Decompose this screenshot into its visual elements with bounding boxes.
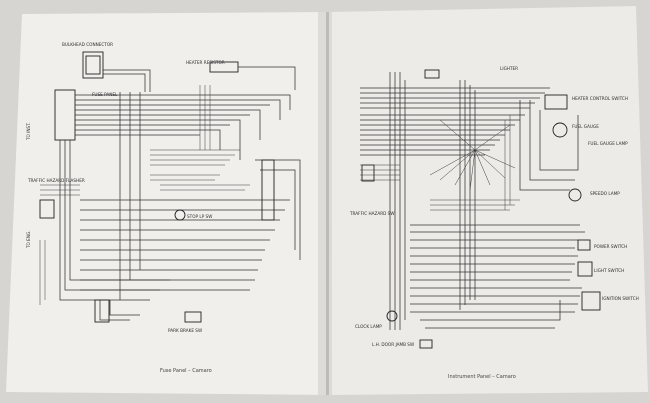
fuse-panel-wiring-diagram: BULKHEAD CONNECTOR HEATER RESISTOR FUSE … [26,42,301,374]
traffic-hazard-flasher-label: TRAFFIC HAZARD FLASHER [27,178,85,183]
heater-resistor-label: HEATER RESISTOR [186,60,225,65]
speedometer-lamp [568,188,582,202]
power-switch-label: POWER SWITCH [594,244,627,249]
traffic-hazard-flasher [39,199,55,219]
spine-crease [326,12,329,395]
right-wire-harness-fine [360,115,520,211]
book-spine [318,12,332,395]
side-label-inst: TO INST. [26,122,31,141]
clock-lamp-label: CLOCK LAMP [355,324,382,329]
ignition-switch-label: IGNITION SWITCH [602,296,639,301]
lighter-label: LIGHTER [500,66,518,71]
park-brake-switch-label: PARK BRAKE SW [168,328,202,333]
stop-lamp-switch [174,209,186,221]
left-page [6,12,330,395]
right-page [328,6,648,395]
fuse-panel-label: FUSE PANEL [92,92,118,97]
left-wire-harness-fine [39,85,250,305]
door-jamb-switch [419,339,433,349]
right-page-caption: Instrument Panel – Camaro [448,374,516,380]
lower-connector [94,299,110,323]
stop-lamp-switch-label: STOP LP SW [187,214,212,219]
light-switch [577,261,593,277]
fuel-gauge-label: FUEL GAUGE [572,124,599,129]
heater-control-switch [544,94,568,110]
bulkhead-connector-label: BULKHEAD CONNECTOR [62,42,113,47]
power-switch [577,239,591,251]
left-wire-harness [59,66,301,321]
clock-lamp [386,310,398,322]
instrument-panel-wiring-diagram: LIGHTER HEATER CONTROL SWITCH FUEL GAUGE… [349,66,639,380]
left-page-caption: Fuse Panel – Camaro [160,368,212,374]
right-wire-harness [360,72,585,330]
ignition-switch [581,291,601,311]
speedometer-lamp-label: SPEEDO LAMP [590,191,620,196]
fuel-gauge-lamp-label: FUEL GAUGE LAMP [588,141,628,146]
park-brake-switch [184,311,202,323]
door-jamb-switch-label: L.H. DOOR JAMB SW [372,342,414,347]
traffic-hazard-switch-label: TRAFFIC HAZARD SW [349,211,394,216]
bulkhead-connector [82,51,104,79]
left-connector-stack [261,159,275,221]
heater-control-switch-label: HEATER CONTROL SWITCH [572,96,628,101]
fuel-gauge [552,122,568,138]
side-label-eng: TO ENG. [26,230,31,249]
light-switch-label: LIGHT SWITCH [594,268,624,273]
lighter [424,69,440,79]
bulkhead-connector-inner [85,55,101,75]
